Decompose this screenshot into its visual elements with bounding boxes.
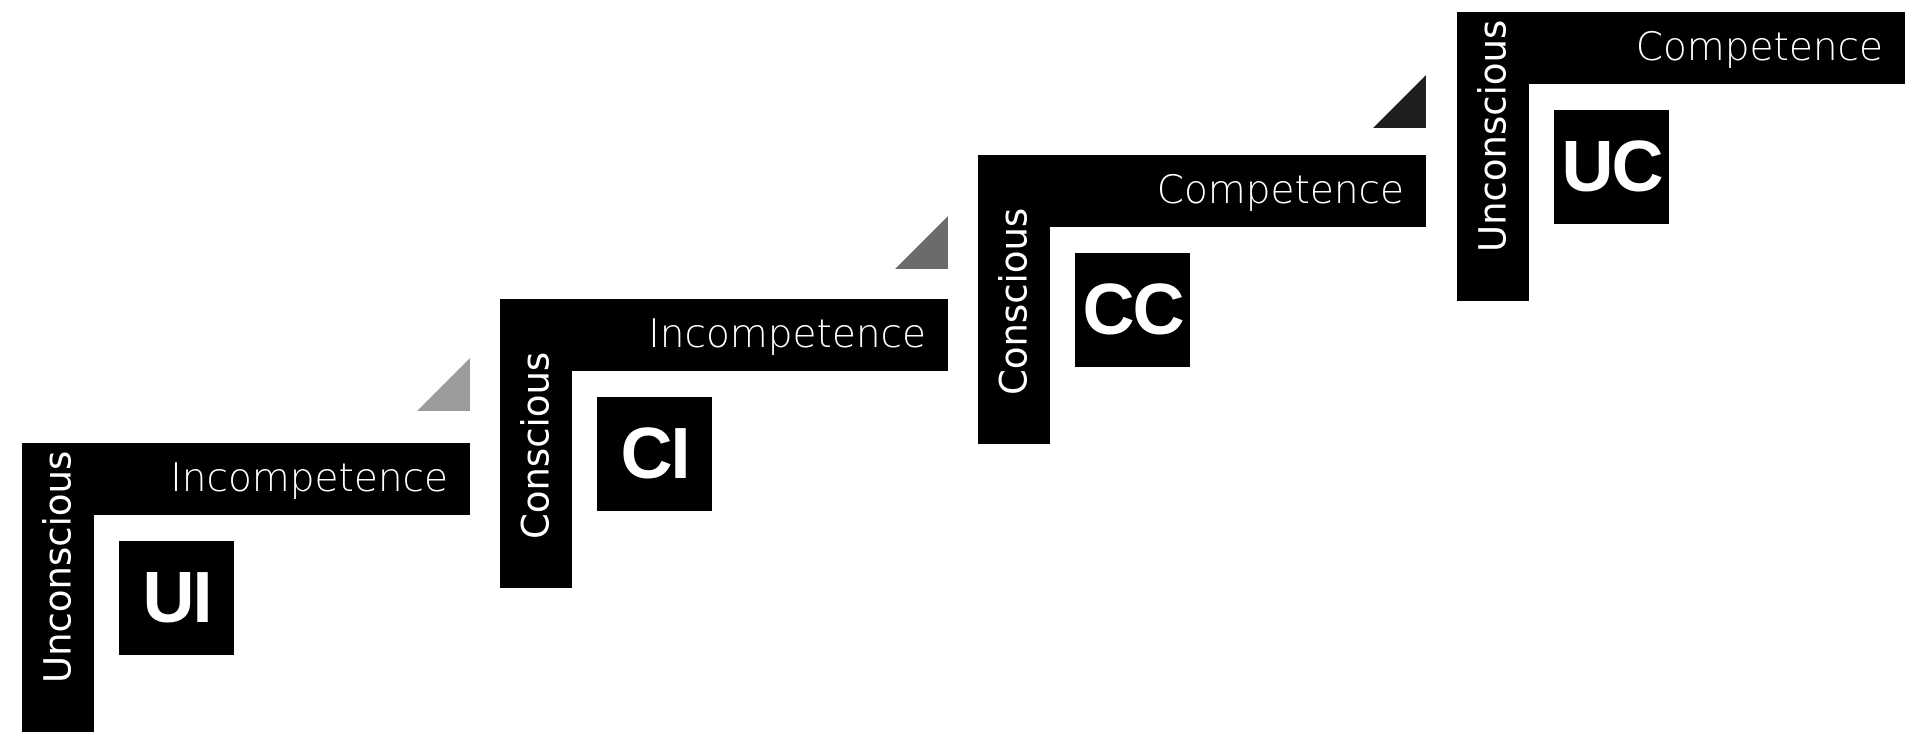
step-triangle-1-fill [417,358,470,411]
stage-side-label-wrap: Unconscious [22,451,94,720]
step-triangle-1 [417,358,470,411]
stage-conscious-incompetence: Incompetence Conscious CI [500,299,948,588]
stage-side-label: Conscious [514,351,558,539]
stage-top-label: Competence [1635,25,1883,70]
stage-side-label-wrap: Conscious [500,336,572,576]
step-triangle-3-fill [1373,75,1426,128]
step-triangle-3 [1373,75,1426,128]
stage-conscious-competence: Competence Conscious CC [978,155,1426,444]
stage-side-bar [1457,12,1529,301]
stage-side-label: Conscious [992,207,1036,395]
stage-unconscious-competence: Competence Unconscious UC [1457,12,1905,301]
stage-side-label: Unconscious [1471,19,1515,252]
step-triangle-2-fill [895,216,948,269]
stage-top-label: Incompetence [170,456,448,501]
step-triangle-2 [895,216,948,269]
stage-abbreviation: CC [1075,253,1190,367]
stage-top-bar [22,443,470,515]
stage-top-bar [500,299,948,371]
stage-top-label: Competence [1156,168,1404,213]
stage-side-bar [500,299,572,588]
stage-side-label-wrap: Conscious [978,192,1050,432]
stage-abbreviation: CI [597,397,712,511]
stage-top-label: Incompetence [648,312,926,357]
step-triangle-3-shape [1373,75,1426,128]
stage-side-bar [978,155,1050,444]
stage-side-label-wrap: Unconscious [1457,20,1529,289]
stage-side-label: Unconscious [36,450,80,683]
stage-abbreviation: UI [119,541,234,655]
stage-top-bar [1457,12,1905,84]
stage-top-bar [978,155,1426,227]
stage-side-bar [22,443,94,732]
step-triangle-2-shape [895,216,948,269]
stage-unconscious-incompetence: Incompetence Unconscious UI [22,443,470,732]
step-triangle-1-shape [417,358,470,411]
stage-abbreviation: UC [1554,110,1669,224]
